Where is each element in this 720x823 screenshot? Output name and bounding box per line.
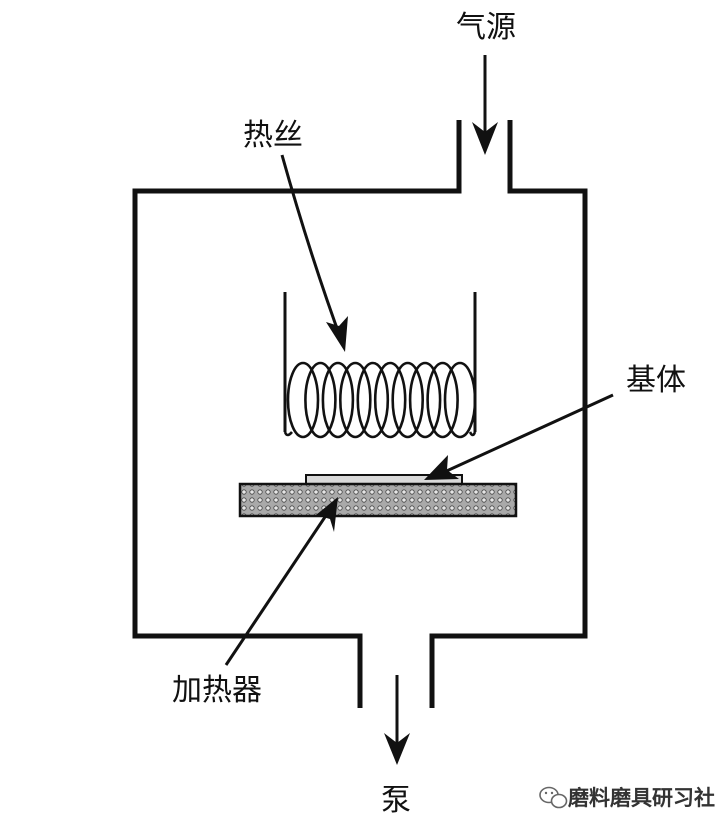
coil-loop <box>408 361 442 439</box>
coil-loop <box>286 361 320 439</box>
gas-inlet-arrowhead <box>472 122 498 155</box>
label-gas-source: 气源 <box>456 10 516 45</box>
coil-loop <box>321 361 355 439</box>
wechat-icon <box>539 786 568 809</box>
label-pump: 泵 <box>381 783 411 818</box>
filament-coil <box>283 361 477 439</box>
substrate-pointer-arrowhead <box>424 455 459 480</box>
coil-loop <box>443 361 477 439</box>
filament-pointer-arrowhead <box>326 316 348 352</box>
pump-outlet-arrowhead <box>384 733 410 765</box>
label-filament: 热丝 <box>243 118 303 153</box>
coil-lead-right <box>468 431 477 437</box>
coil-loop <box>304 361 337 439</box>
filament-pointer-arrow <box>280 154 345 346</box>
watermark-text: 磨料磨具研习社 <box>568 786 715 810</box>
coil-lead-left <box>283 431 293 437</box>
coil-loop <box>338 361 372 439</box>
heater-pointer-arrow <box>224 504 335 666</box>
heater <box>238 482 518 518</box>
coil-loop <box>391 361 425 439</box>
label-heater: 加热器 <box>172 673 262 708</box>
substrate-pointer-arrow <box>439 393 614 476</box>
chamber-wall <box>132 120 588 708</box>
heater-pointer-arrowhead <box>316 497 338 532</box>
coil-loop <box>356 361 390 439</box>
coil-loop <box>373 361 407 439</box>
label-substrate: 基体 <box>626 363 686 398</box>
coil-loop <box>426 361 459 439</box>
